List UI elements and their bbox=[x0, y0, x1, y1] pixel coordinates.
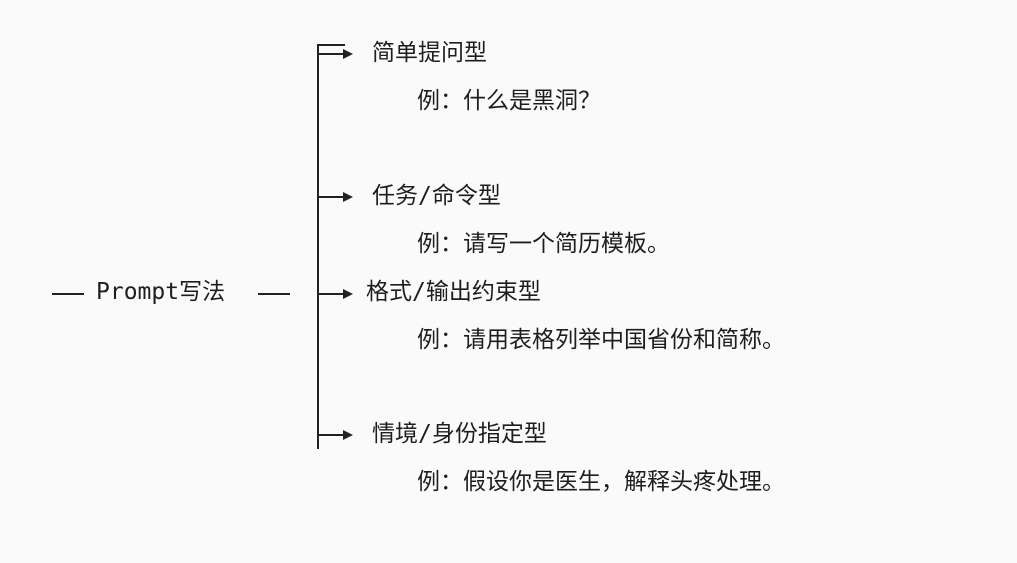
branch-connector bbox=[317, 53, 345, 55]
branch-title: 任务/命令型 bbox=[372, 183, 501, 209]
branch-example: 例：请用表格列举中国省份和简称。 bbox=[417, 327, 785, 353]
branch-connector bbox=[317, 44, 345, 46]
tree-trunk-line bbox=[317, 44, 319, 449]
branch-title: 情境/身份指定型 bbox=[372, 421, 547, 447]
root-left-dash bbox=[52, 293, 84, 295]
arrow-icon bbox=[343, 192, 353, 202]
branch-example: 例：什么是黑洞？ bbox=[417, 88, 601, 114]
branch-connector bbox=[317, 434, 345, 436]
branch-title: 格式/输出约束型 bbox=[366, 279, 541, 305]
arrow-icon bbox=[343, 49, 353, 59]
branch-connector bbox=[317, 293, 345, 295]
arrow-icon bbox=[343, 430, 353, 440]
branch-title: 简单提问型 bbox=[372, 40, 487, 66]
root-right-dash bbox=[258, 293, 290, 295]
branch-connector bbox=[317, 196, 345, 198]
root-label: Prompt写法 bbox=[96, 279, 226, 305]
branch-example: 例：请写一个简历模板。 bbox=[417, 231, 670, 257]
arrow-icon bbox=[343, 289, 353, 299]
branch-example: 例：假设你是医生，解释头疼处理。 bbox=[417, 469, 785, 495]
